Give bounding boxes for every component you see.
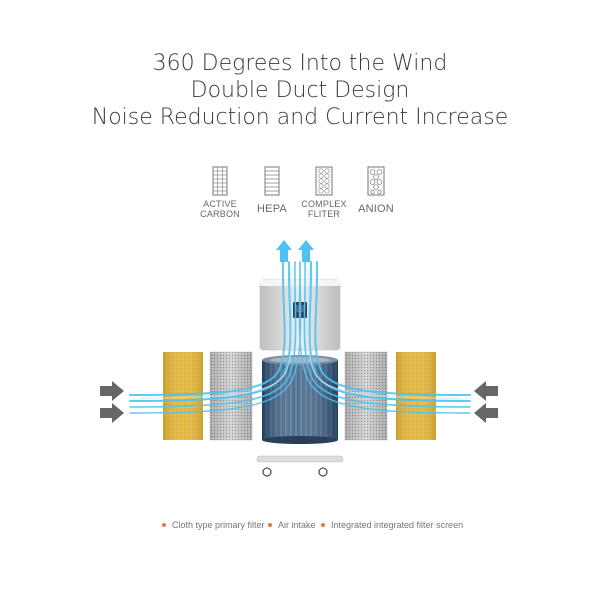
headline: 360 Degrees Into the Wind Double Duct De… [0,50,600,131]
filter-type-anion: ANION [341,166,411,216]
arrow-left-icon [474,403,498,423]
anion-icon [367,166,385,196]
arrow-left-icon [474,381,498,401]
airflow-streams [129,261,471,414]
airflow-diagram [100,240,498,477]
headline-line-2: Double Duct Design [190,78,410,103]
filter-type-hepa: HEPA [237,166,307,216]
legend-item-filter-screen: Integrated integrated filter screen [321,520,463,530]
filter-label-anion: ANION [358,203,394,215]
arrow-right-icon [100,381,124,401]
headline-line-1: 360 Degrees Into the Wind [152,51,448,76]
hepa-pleat-icon [264,166,280,196]
legend-dot-icon [162,522,166,527]
outlet-arrow-icon [276,240,314,262]
legend-item-air-intake: Air intake [268,520,316,530]
hepa-cylinder [262,355,338,444]
arrow-right-icon [100,403,124,423]
wheel-icon [262,467,272,477]
legend: Cloth type primary filter Air intake Int… [0,520,600,536]
intake-arrows-left [100,381,124,423]
wheel-icon [318,467,328,477]
filter-label-hepa: HEPA [257,203,287,215]
activated-carbon-grid-icon [212,166,228,196]
legend-dot-icon [321,522,325,527]
headline-line-3: Noise Reduction and Current Increase [91,105,509,130]
intake-arrows-right [474,381,498,423]
legend-dot-icon [268,522,272,527]
legend-item-primary-filter: Cloth type primary filter [162,520,265,530]
purifier-base [256,455,344,477]
complex-filter-icon [315,166,333,196]
